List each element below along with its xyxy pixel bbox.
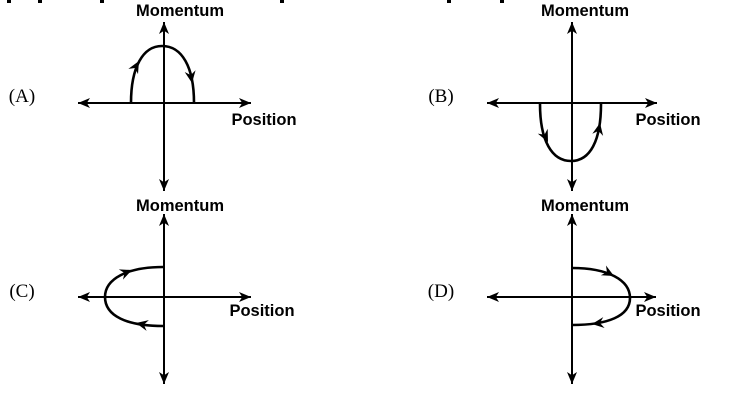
position-axis-label: Position bbox=[231, 111, 296, 129]
momentum-axis-label: Momentum bbox=[136, 2, 224, 20]
clipped-text-fragment bbox=[447, 0, 451, 3]
option-label: (B) bbox=[428, 86, 453, 107]
orbit-arrow-icon bbox=[184, 70, 196, 83]
momentum-axis-label: Momentum bbox=[541, 2, 629, 20]
orbit-arrow-icon bbox=[592, 317, 605, 328]
position-axis-label: Position bbox=[635, 111, 700, 129]
orbit-arrow-icon bbox=[600, 265, 614, 276]
option-label: (C) bbox=[9, 281, 34, 302]
option-label: (D) bbox=[428, 281, 454, 302]
diagram-B: Momentum Position (B) bbox=[428, 2, 701, 191]
diagram-D: Momentum Position (D) bbox=[428, 197, 701, 384]
position-axis-label: Position bbox=[635, 302, 700, 320]
clipped-text-fragment bbox=[100, 0, 104, 3]
option-label: (A) bbox=[9, 86, 35, 107]
momentum-axis-label: Momentum bbox=[541, 197, 629, 215]
clipped-text-fragment bbox=[280, 0, 284, 3]
clipped-text-fragments bbox=[7, 0, 504, 3]
phase-orbit bbox=[129, 44, 196, 104]
phase-orbit bbox=[103, 265, 164, 328]
position-axis-label: Position bbox=[229, 302, 294, 320]
momentum-axis-label: Momentum bbox=[136, 197, 224, 215]
orbit-arrow-icon bbox=[118, 269, 132, 280]
diagram-C: Momentum Position (C) bbox=[9, 197, 295, 384]
orbit-arrow-icon bbox=[537, 128, 548, 142]
clipped-text-fragment bbox=[500, 0, 504, 3]
orbit-arrow-icon bbox=[128, 61, 139, 75]
orbit-arrow-icon bbox=[592, 123, 604, 136]
orbit-arrow-icon bbox=[136, 320, 149, 331]
phase-orbit bbox=[538, 103, 603, 163]
diagram-A: Momentum Position (A) bbox=[9, 2, 297, 191]
clipped-text-fragment bbox=[38, 0, 42, 3]
clipped-text-fragment bbox=[7, 0, 11, 3]
